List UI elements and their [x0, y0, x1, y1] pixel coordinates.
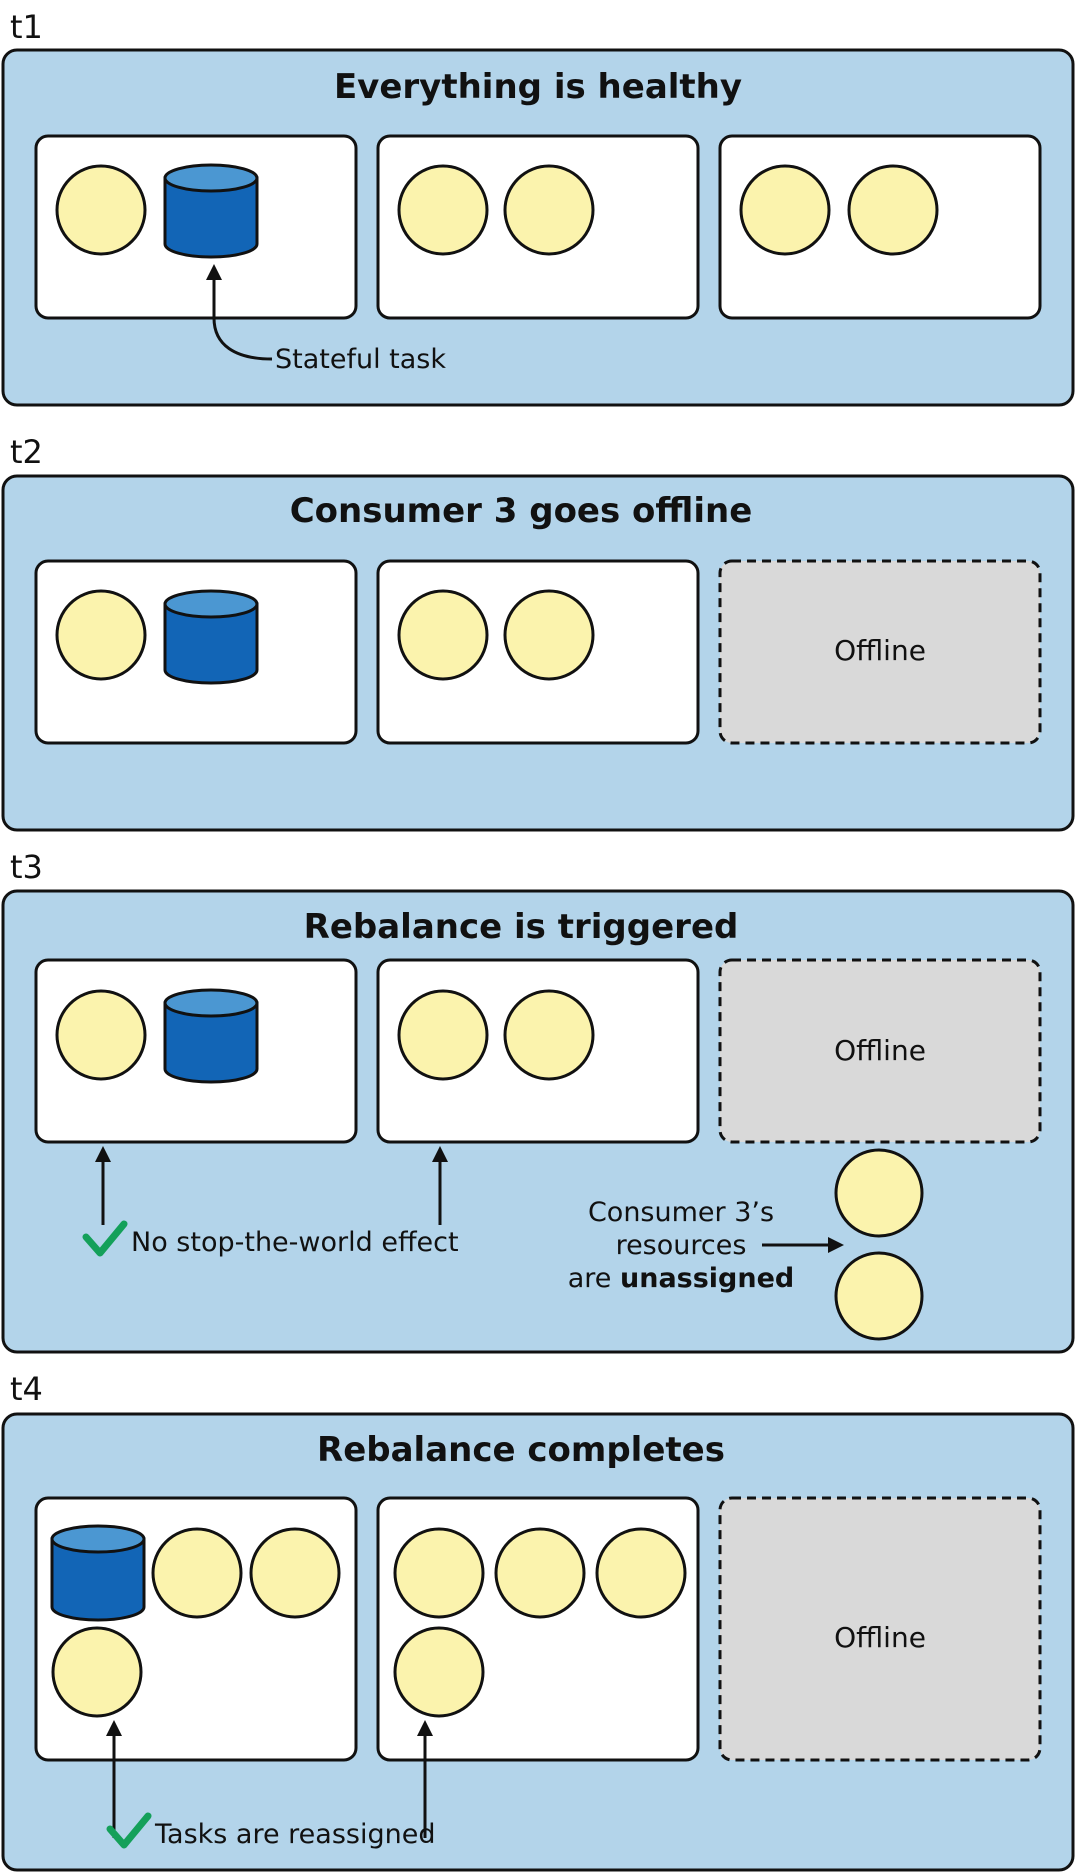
- arrow-icon: [95, 1146, 111, 1225]
- panel-title-t4: Rebalance completes: [317, 1430, 725, 1470]
- unassigned-line-1: Consumer 3’s: [588, 1197, 774, 1228]
- consumer-3-offline: [718, 1496, 1042, 1762]
- task-circle: [494, 1527, 586, 1619]
- consumer-3-offline: [718, 559, 1042, 745]
- task-circle-unassigned: [834, 1148, 924, 1238]
- no-stop-the-world-label: No stop-the-world effect: [131, 1227, 459, 1258]
- tasks-reassigned-label: Tasks are reassigned: [154, 1819, 435, 1850]
- unassigned-line-2: resources: [616, 1230, 747, 1261]
- panel-label-t2: t2: [10, 433, 43, 471]
- task-circle: [55, 589, 147, 681]
- state-store-cylinder: [163, 988, 259, 1084]
- panel-label-t4: t4: [10, 1370, 43, 1408]
- task-circle: [249, 1527, 341, 1619]
- arrow-icon: [417, 1720, 433, 1838]
- task-circle: [55, 989, 147, 1081]
- offline-label: Offline: [834, 1034, 926, 1067]
- consumer-3-offline: [718, 958, 1042, 1144]
- arrow-icon: [106, 1720, 122, 1838]
- task-circle: [397, 164, 489, 256]
- panel-title-t1: Everything is healthy: [334, 67, 742, 107]
- task-circle: [55, 164, 147, 256]
- arrow-icon: [432, 1146, 448, 1225]
- arrow-icon: [762, 1237, 844, 1253]
- panel-title-t3: Rebalance is triggered: [304, 907, 739, 947]
- task-circle: [151, 1527, 243, 1619]
- panel-label-t1: t1: [10, 8, 43, 46]
- unassigned-prefix: are: [568, 1263, 620, 1294]
- task-circle-unassigned: [834, 1251, 924, 1341]
- task-circle: [847, 164, 939, 256]
- arrow-icon: [206, 264, 273, 361]
- task-circle: [393, 1527, 485, 1619]
- offline-label: Offline: [834, 634, 926, 667]
- task-circle: [503, 164, 595, 256]
- task-circle: [503, 989, 595, 1081]
- task-circle: [739, 164, 831, 256]
- panel-title-t2: Consumer 3 goes offline: [290, 491, 753, 531]
- task-circle-reassigned: [51, 1626, 143, 1718]
- panel-label-t3: t3: [10, 848, 43, 886]
- offline-label: Offline: [834, 1621, 926, 1654]
- stateful-task-label: Stateful task: [275, 344, 446, 375]
- task-circle: [397, 989, 489, 1081]
- state-store-cylinder: [163, 163, 259, 259]
- check-icon: [82, 1220, 128, 1257]
- state-store-cylinder: [50, 1524, 146, 1622]
- unassigned-bold: unassigned: [620, 1263, 794, 1294]
- task-circle: [595, 1527, 687, 1619]
- task-circle: [503, 589, 595, 681]
- unassigned-line-3: are unassigned: [568, 1263, 795, 1294]
- task-circle: [397, 589, 489, 681]
- check-icon: [106, 1812, 152, 1849]
- task-circle-reassigned: [393, 1626, 485, 1718]
- state-store-cylinder: [163, 589, 259, 685]
